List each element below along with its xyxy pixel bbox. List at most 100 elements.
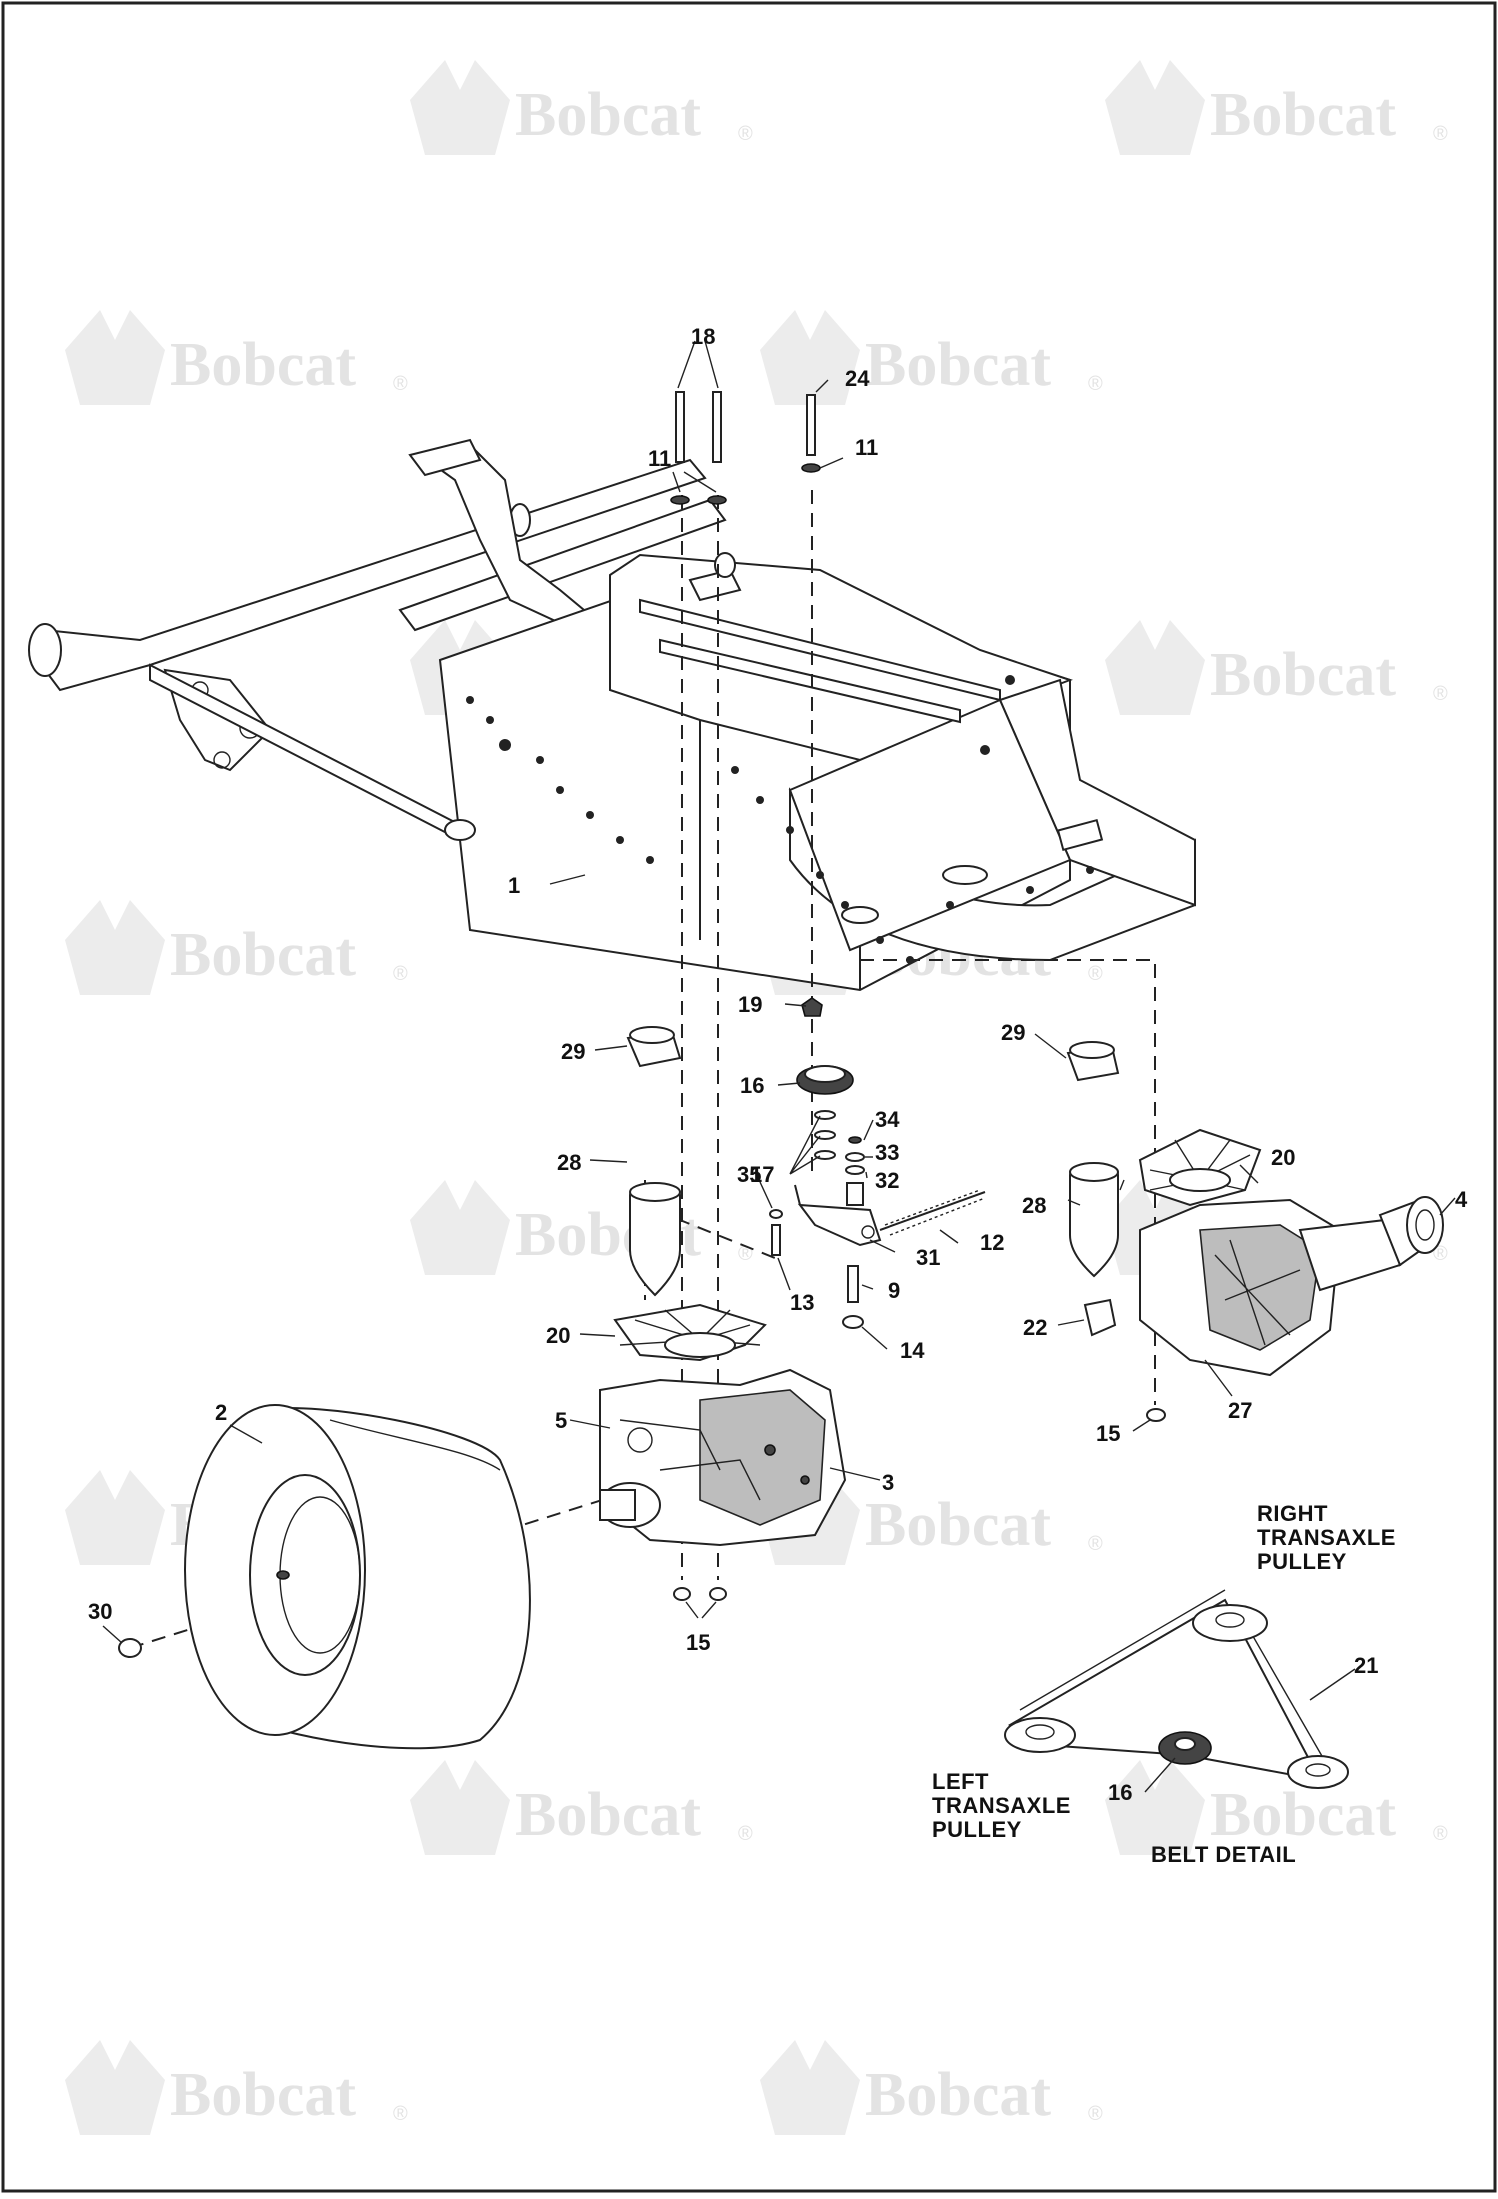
left-pulley-label-2: TRANSAXLE: [932, 1793, 1071, 1818]
washer: [801, 463, 821, 473]
callout-14: 14: [900, 1338, 925, 1363]
idler-arm: [769, 1136, 986, 1329]
watermark-text: Bobcat: [170, 331, 356, 399]
svg-text:®: ®: [1433, 123, 1448, 145]
watermark-text: Bobcat: [515, 81, 701, 149]
oil-reservoir-left: [626, 1026, 682, 1297]
callout-9: 9: [888, 1278, 900, 1303]
frame-lug: [444, 819, 476, 841]
watermark: Bobcat ®: [65, 900, 408, 995]
callout-21: 21: [1354, 1653, 1378, 1678]
belt-detail-caption: BELT DETAIL: [1151, 1842, 1296, 1867]
left-pulley-label-1: LEFT: [932, 1769, 989, 1794]
watermark: Bobcat ®: [1105, 1760, 1448, 1855]
tire: [184, 1404, 531, 1750]
frame-holes: [466, 675, 1094, 964]
belt-detail: [1004, 1589, 1349, 1789]
floor-hole: [942, 865, 988, 885]
watermark-text: Bobcat: [865, 1491, 1051, 1559]
svg-text:®: ®: [1088, 2103, 1103, 2125]
watermark-text: Bobcat: [865, 2061, 1051, 2129]
svg-text:®: ®: [1433, 1823, 1448, 1845]
watermark-text: Bobcat: [515, 1781, 701, 1849]
callout-34: 34: [875, 1107, 900, 1132]
leader-lines: [102, 340, 1456, 1793]
callout-5: 5: [555, 1408, 567, 1433]
watermark-text: Bobcat: [170, 2061, 356, 2129]
watermark-text: Bobcat: [170, 921, 356, 989]
callout-16-belt: 16: [1108, 1780, 1132, 1805]
callout-19: 19: [738, 992, 762, 1017]
right-pulley-label-3: PULLEY: [1257, 1549, 1347, 1574]
callout-31: 31: [916, 1245, 940, 1270]
crossbar: [639, 598, 1001, 702]
svg-text:®: ®: [738, 1823, 753, 1845]
foot-pedal-pad: [408, 438, 482, 477]
callout-15-right: 15: [1096, 1421, 1120, 1446]
callout-4: 4: [1455, 1187, 1468, 1212]
watermark: Bobcat ®: [65, 2040, 408, 2135]
top-bolts: [670, 391, 821, 505]
callout-28-left: 28: [557, 1150, 581, 1175]
svg-text:®: ®: [393, 2103, 408, 2125]
washer: [670, 495, 690, 505]
watermark: Bobcat ®: [1105, 60, 1448, 155]
callout-20-right: 20: [1271, 1145, 1295, 1170]
callout-32: 32: [875, 1168, 899, 1193]
axle-end: [28, 623, 62, 677]
crossbar: [659, 638, 961, 724]
cooling-fan-right: [1138, 1128, 1262, 1207]
callout-13: 13: [790, 1290, 814, 1315]
frame-post: [714, 552, 736, 578]
bolt: [675, 391, 685, 463]
washer: [707, 495, 727, 505]
watermark: Bobcat ®: [760, 310, 1103, 405]
svg-text:®: ®: [1433, 1243, 1448, 1265]
front-axle-tube: [28, 458, 707, 692]
belt-detail-labels: RIGHT TRANSAXLE PULLEY LEFT TRANSAXLE PU…: [932, 1501, 1395, 1867]
callout-24: 24: [845, 366, 870, 391]
idler-pulley-rear: [1287, 1755, 1349, 1789]
cooling-fan-left: [613, 1303, 767, 1362]
callout-16: 16: [740, 1073, 764, 1098]
watermark: Bobcat ®: [410, 60, 753, 155]
watermark: Bobcat ®: [410, 1760, 753, 1855]
callout-2: 2: [215, 1400, 227, 1425]
callout-20-left: 20: [546, 1323, 570, 1348]
callout-35: 35: [737, 1162, 761, 1187]
transaxle-left: [599, 1368, 847, 1547]
watermark: Bobcat ®: [65, 310, 408, 405]
svg-text:®: ®: [738, 123, 753, 145]
svg-text:®: ®: [1088, 373, 1103, 395]
svg-text:®: ®: [393, 373, 408, 395]
callout-3: 3: [882, 1470, 894, 1495]
callout-27: 27: [1228, 1398, 1252, 1423]
watermark-text: Bobcat: [1210, 641, 1396, 709]
callout-30: 30: [88, 1599, 112, 1624]
oil-reservoir-right: [1066, 1041, 1120, 1278]
svg-text:®: ®: [1088, 963, 1103, 985]
svg-text:®: ®: [1433, 683, 1448, 705]
callout-18: 18: [691, 324, 715, 349]
lug-nut: [118, 1638, 142, 1658]
frame-floor: [788, 698, 1072, 952]
callout-12: 12: [980, 1230, 1004, 1255]
callout-29-right: 29: [1001, 1020, 1025, 1045]
callout-29-left: 29: [561, 1039, 585, 1064]
floor-hole: [841, 906, 879, 924]
callout-33: 33: [875, 1140, 899, 1165]
watermark: Bobcat ®: [760, 2040, 1103, 2135]
bolt: [806, 394, 816, 456]
bolt: [712, 391, 722, 463]
callout-1: 1: [508, 873, 520, 898]
bottom-nuts-left: [673, 1587, 727, 1601]
idler-stack: [796, 997, 854, 1160]
watermark-text: Bobcat: [865, 331, 1051, 399]
svg-text:®: ®: [1088, 1533, 1103, 1555]
inner-rail: [398, 498, 727, 632]
left-transaxle-pulley: [1004, 1717, 1076, 1753]
callouts: 1 2 3 4 5 9 11 11 12 13 14 15 15 16 16 1…: [88, 324, 1468, 1805]
left-pulley-label-3: PULLEY: [932, 1817, 1022, 1842]
